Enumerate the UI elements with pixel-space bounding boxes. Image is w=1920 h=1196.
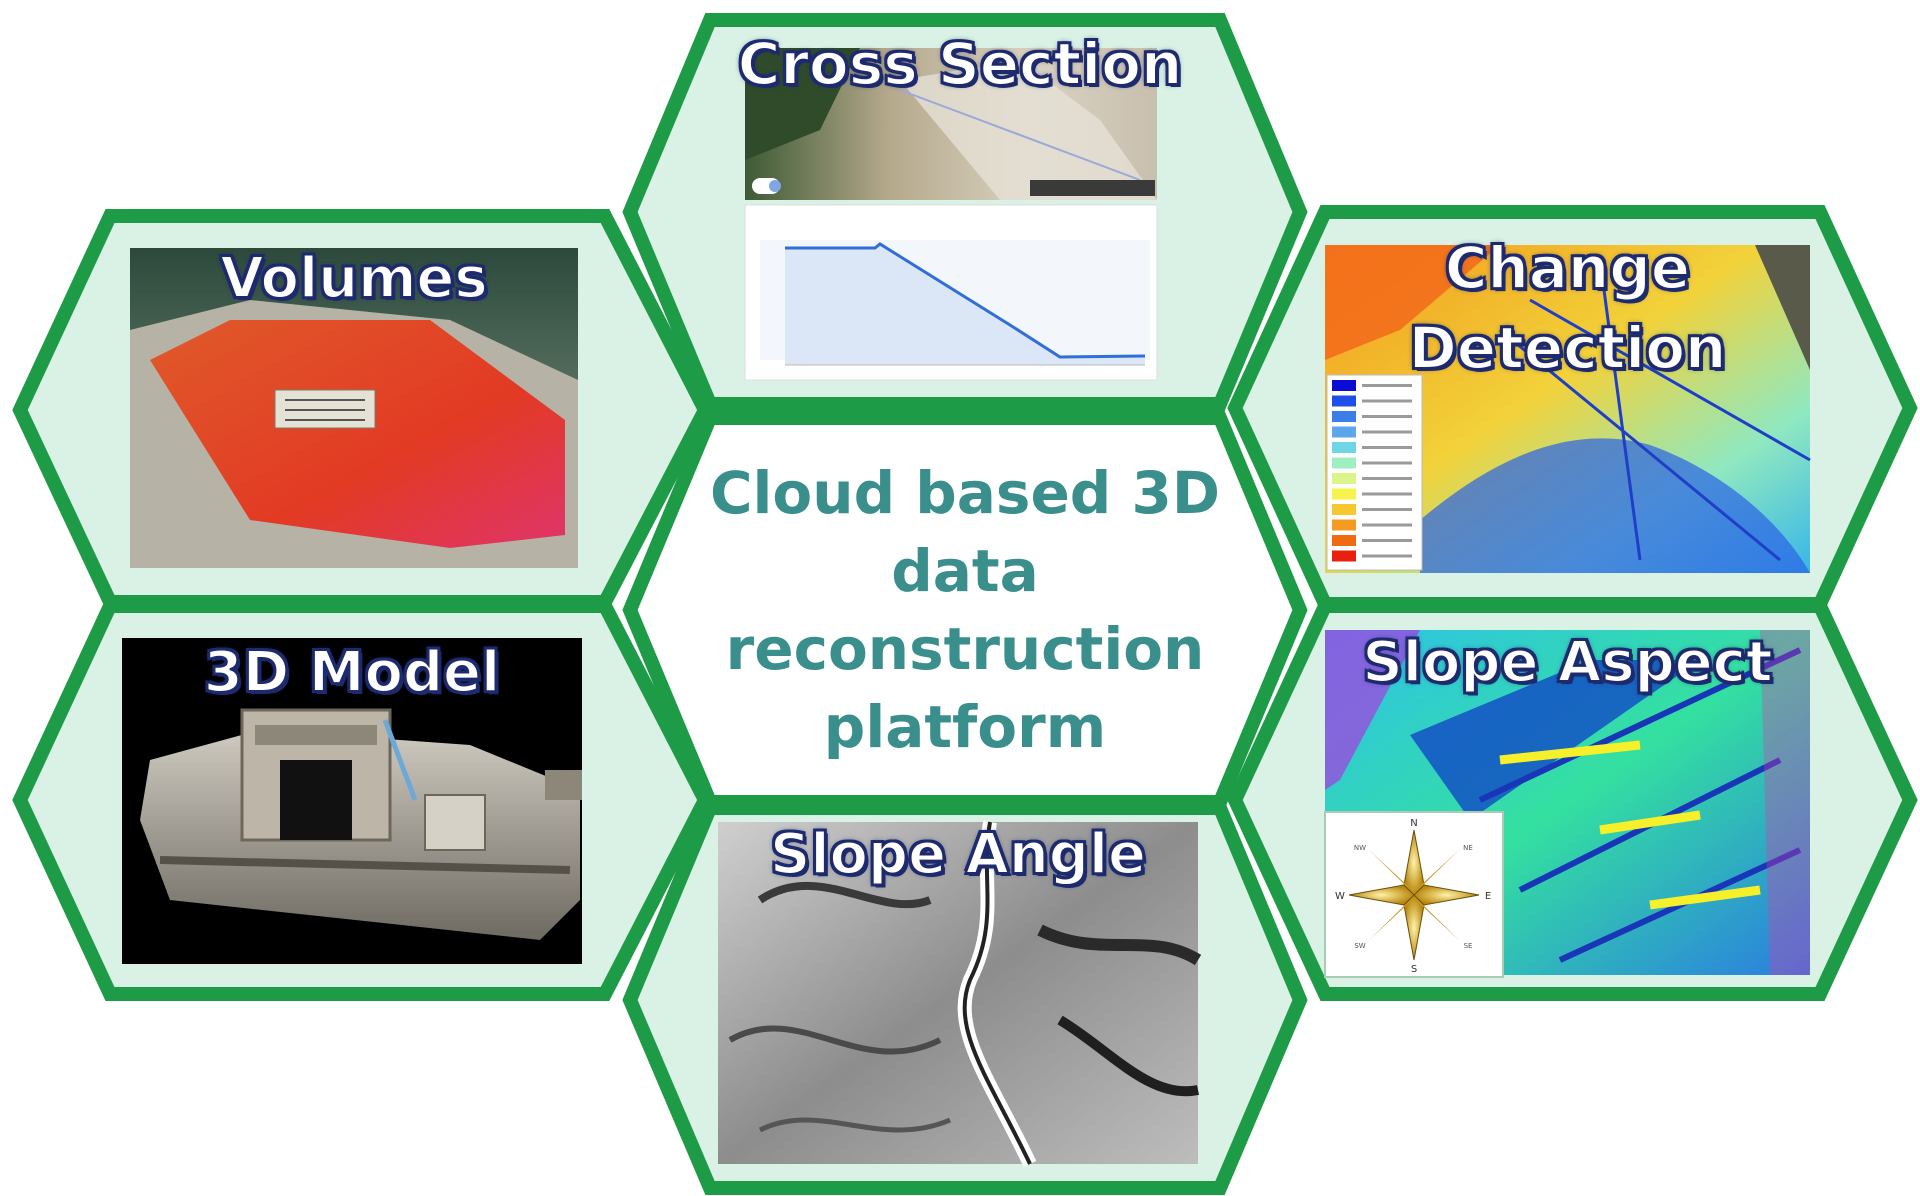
legend-swatch	[1332, 426, 1356, 438]
compass-ne-label: NE	[1463, 844, 1473, 852]
compass-rose: N S W E NW NE SW SE	[1335, 818, 1491, 975]
change-detection-image	[1325, 245, 1811, 573]
compass-e-label: E	[1485, 891, 1491, 902]
compass-se-label: SE	[1464, 942, 1473, 950]
compass-sw-label: SW	[1354, 942, 1365, 950]
legend-swatch	[1332, 457, 1356, 469]
legend-swatch-label-line	[1362, 399, 1412, 403]
3d-model-image	[122, 638, 582, 964]
cross-section-title: Cross Section	[737, 30, 1184, 98]
change-detection-title-line1: Change	[1444, 234, 1691, 302]
legend-swatch	[1332, 504, 1356, 515]
slope-angle-title: Slope Angle	[769, 822, 1147, 887]
center-caption-line4: platform	[823, 693, 1107, 761]
legend-swatch	[1332, 411, 1356, 422]
legend-swatch	[1332, 473, 1356, 484]
compass-s-label: S	[1411, 964, 1417, 975]
cross-section-image	[744, 48, 1158, 381]
3d-model-title: 3D Model	[203, 640, 501, 705]
legend-swatch-label-line	[1362, 477, 1412, 480]
legend-swatch	[1332, 535, 1356, 546]
legend-swatch-label-line	[1362, 430, 1412, 434]
legend-swatch-label-line	[1362, 492, 1412, 496]
volumes-title: Volumes	[219, 246, 488, 311]
legend-swatch	[1332, 488, 1356, 500]
legend-swatch	[1332, 519, 1356, 531]
compass-w-label: W	[1335, 891, 1345, 902]
legend-swatch-label-line	[1362, 508, 1412, 511]
legend-swatch-label-line	[1362, 554, 1412, 558]
legend-swatch-label-line	[1362, 384, 1412, 387]
center-caption-line1: Cloud based 3D	[709, 459, 1221, 527]
legend-swatch-label-line	[1362, 415, 1412, 418]
legend-swatch-label-line	[1362, 539, 1412, 542]
center-caption-line2: data	[891, 537, 1039, 605]
change-legend	[1332, 380, 1412, 562]
legend-swatch-label-line	[1362, 461, 1412, 465]
legend-swatch	[1332, 550, 1356, 562]
legend-swatch	[1332, 442, 1356, 453]
slope-angle-image	[718, 820, 1202, 1168]
legend-swatch	[1332, 380, 1356, 391]
change-detection-title-line2: Detection	[1408, 314, 1728, 382]
legend-swatch-label-line	[1362, 446, 1412, 449]
slope-aspect-title: Slope Aspect	[1361, 630, 1773, 695]
center-caption: Cloud based 3D data reconstruction platf…	[690, 440, 1240, 780]
volumes-image	[130, 248, 578, 568]
legend-swatch-label-line	[1362, 523, 1412, 527]
legend-swatch	[1332, 395, 1356, 407]
slope-aspect-image: N S W E NW NE SW SE	[1324, 630, 1810, 978]
compass-n-label: N	[1410, 818, 1417, 829]
compass-nw-label: NW	[1354, 844, 1366, 852]
center-caption-line3: reconstruction	[725, 615, 1205, 683]
